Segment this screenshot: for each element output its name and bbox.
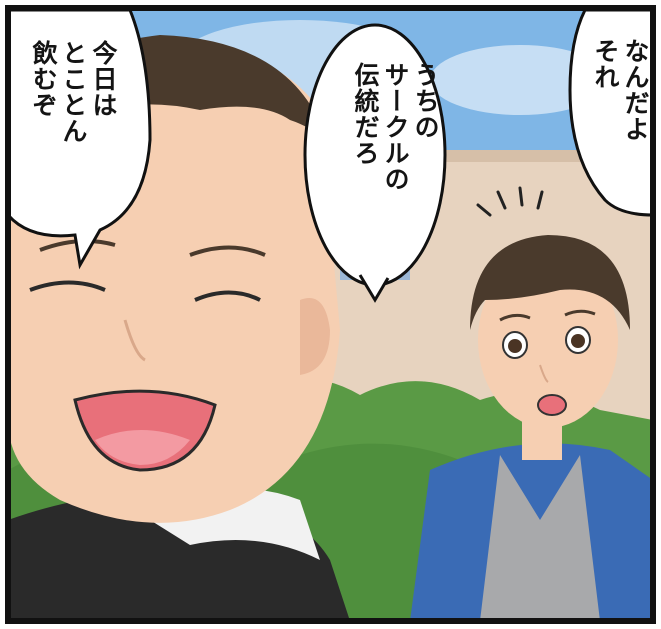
- closed-eye-left: [29, 280, 106, 292]
- ear: [300, 298, 330, 375]
- tongue: [95, 430, 190, 465]
- open-mouth: [537, 394, 567, 416]
- gray-shirt: [480, 455, 600, 621]
- speech-text-right: なんだよ それ: [591, 38, 650, 142]
- panel-border: [5, 5, 656, 624]
- surprise-lines-icon: [476, 186, 544, 217]
- left-pupil: [508, 339, 522, 353]
- hair: [470, 235, 630, 330]
- speech-bubble-right: [568, 8, 655, 217]
- right-pupil: [571, 334, 585, 348]
- speech-bubble-left: [6, 8, 152, 270]
- closed-eye-right: [194, 290, 261, 302]
- speech-text-middle: うちの サークルの 伝統だろ: [351, 62, 440, 192]
- speech-text-left: 今日は とことん 飲むぞ: [29, 40, 118, 144]
- cloud: [430, 45, 610, 115]
- speech-bubble-middle: [303, 23, 447, 303]
- surprised-friend: [410, 235, 653, 621]
